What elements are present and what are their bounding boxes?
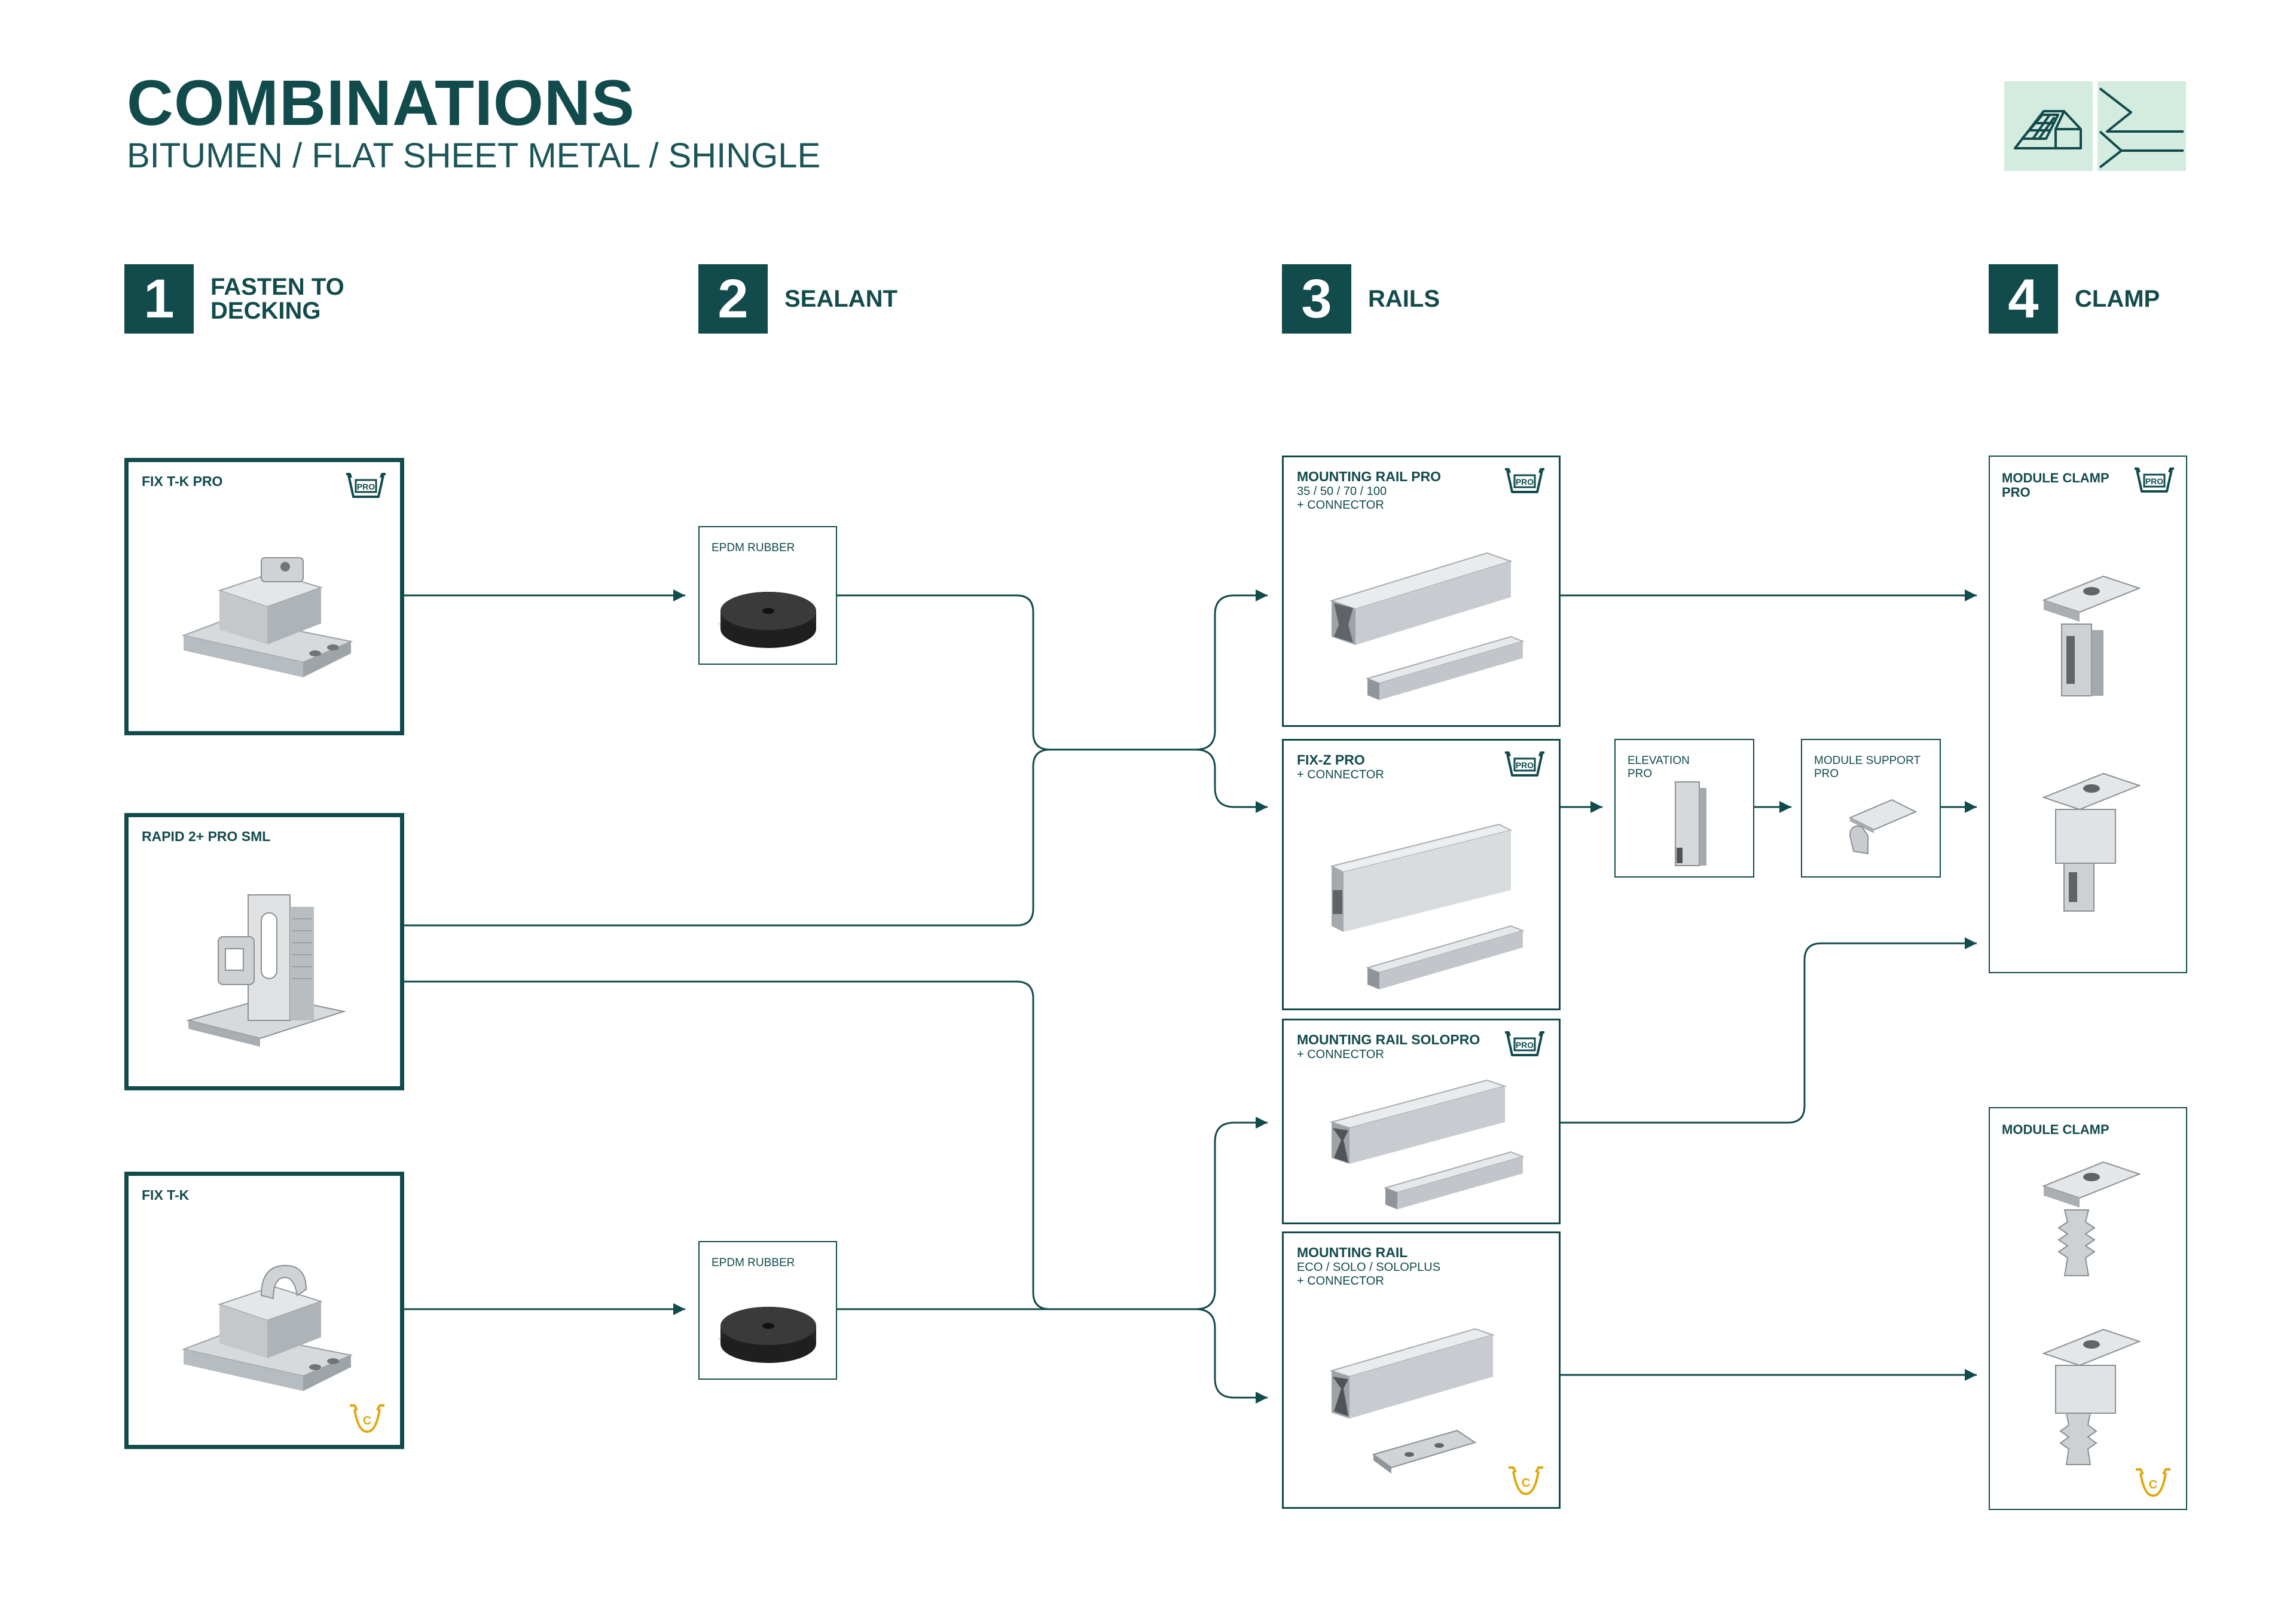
product-card-module-support-pro[interactable]: MODULE SUPPORT PRO: [1801, 739, 1941, 878]
c-badge-icon: C: [2136, 1468, 2170, 1497]
product-title: MOUNTING RAIL SOLOPRO: [1297, 1032, 1480, 1047]
step-3-header: 3 RAILS: [1282, 264, 1440, 334]
module-clamp-pro-middle-image: [2042, 575, 2141, 696]
mounting-rail-image: [1329, 1328, 1495, 1474]
product-card-rapid-2-pro-sml[interactable]: RAPID 2+ PRO SML: [124, 813, 404, 1090]
step-number: 1: [124, 264, 194, 334]
product-card-fix-t-k[interactable]: FIX T-K C: [124, 1172, 404, 1449]
svg-text:PRO: PRO: [1516, 1040, 1534, 1050]
connector-epdm-to-rails: [837, 594, 1196, 751]
product-card-epdm-rubber-top[interactable]: EPDM RUBBER: [698, 526, 837, 665]
page-title: COMBINATIONS: [127, 66, 635, 139]
step-2-header: 2 SEALANT: [698, 264, 897, 334]
connector-rapid-to-bottom-rails: [403, 980, 1196, 1310]
mounting-rail-solopro-image: [1329, 1079, 1525, 1209]
product-card-mounting-rail[interactable]: MOUNTING RAIL ECO / SOLO / SOLOPLUS + CO…: [1282, 1231, 1561, 1509]
fix-t-k-image: [181, 1264, 353, 1391]
product-card-fix-t-k-pro[interactable]: FIX T-K PRO PRO: [124, 458, 404, 735]
roof-type-icons: [2004, 81, 2186, 171]
elevation-pro-image: [1675, 781, 1706, 866]
pro-badge-icon: PRO: [1505, 468, 1544, 493]
product-subtitle: + CONNECTOR: [1297, 1048, 1384, 1061]
connector-solopro-to-clamp-pro: [1561, 937, 1977, 1124]
rapid-2-pro-sml-image: [186, 894, 346, 1047]
fix-t-k-pro-image: [181, 557, 353, 677]
product-title: RAPID 2+ PRO SML: [142, 829, 271, 844]
flat-sheet-metal-icon: [2097, 81, 2186, 171]
product-title: FIX T-K PRO: [142, 473, 223, 489]
pitched-roof-solar-icon: [2004, 81, 2093, 171]
product-subtitle: ECO / SOLO / SOLOPLUS + CONNECTOR: [1297, 1261, 1441, 1288]
svg-text:PRO: PRO: [2145, 476, 2163, 486]
product-card-fix-z-pro[interactable]: FIX-Z PRO + CONNECTOR PRO: [1282, 739, 1561, 1010]
step-number: 3: [1282, 264, 1351, 334]
fix-z-pro-image: [1330, 823, 1525, 989]
step-label: RAILS: [1368, 286, 1440, 312]
module-clamp-middle-image: [2042, 1161, 2141, 1276]
product-card-module-clamp-pro[interactable]: MODULE CLAMP PRO PRO: [1989, 456, 2187, 973]
epdm-rubber-roll-image: [718, 1307, 816, 1363]
step-label: CLAMP: [2075, 286, 2160, 312]
product-title: MOUNTING RAIL: [1297, 1245, 1408, 1260]
step-4-header: 4 CLAMP: [1989, 264, 2160, 334]
product-title: ELEVATION PRO: [1628, 754, 1690, 780]
product-card-elevation-pro[interactable]: ELEVATION PRO: [1614, 739, 1754, 878]
svg-text:PRO: PRO: [1516, 477, 1534, 487]
connector-junction-to-fix-z-pro: [1195, 748, 1268, 813]
step-label: FASTEN TO DECKING: [210, 274, 344, 324]
product-title: EPDM RUBBER: [712, 1257, 795, 1269]
svg-text:PRO: PRO: [1516, 760, 1534, 770]
step-1-header: 1 FASTEN TO DECKING: [124, 264, 344, 334]
pro-badge-icon: PRO: [346, 473, 386, 498]
svg-text:C: C: [2149, 1478, 2157, 1491]
pro-badge-icon: PRO: [1505, 1031, 1544, 1056]
svg-text:PRO: PRO: [357, 482, 375, 491]
product-title: EPDM RUBBER: [712, 542, 795, 554]
connector-junction-to-solopro: [1195, 1117, 1268, 1310]
svg-text:C: C: [363, 1414, 371, 1428]
epdm-rubber-roll-image: [718, 592, 816, 648]
product-title: MODULE CLAMP: [2002, 1122, 2109, 1137]
product-title: FIX-Z PRO: [1297, 752, 1365, 768]
c-badge-icon: C: [1509, 1466, 1543, 1495]
step-number: 4: [1989, 264, 2058, 334]
pro-badge-icon: PRO: [2135, 467, 2174, 493]
module-support-pro-image: [1848, 799, 1918, 855]
product-subtitle: 35 / 50 / 70 / 100 + CONNECTOR: [1297, 485, 1387, 512]
module-clamp-pro-end-image: [2042, 772, 2141, 912]
svg-text:C: C: [1522, 1477, 1530, 1490]
step-number: 2: [698, 264, 768, 334]
pro-badge-icon: PRO: [1505, 751, 1544, 777]
c-badge-icon: C: [350, 1404, 384, 1433]
product-card-module-clamp[interactable]: MODULE CLAMP C: [1989, 1107, 2187, 1510]
product-card-mounting-rail-pro[interactable]: MOUNTING RAIL PRO 35 / 50 / 70 / 100 + C…: [1282, 456, 1561, 727]
module-clamp-end-image: [2042, 1328, 2141, 1465]
product-title: MODULE CLAMP PRO: [2002, 470, 2109, 500]
connector-junction-to-mounting-rail: [1195, 1308, 1268, 1404]
page-subtitle: BITUMEN / FLAT SHEET METAL / SHINGLE: [127, 136, 821, 175]
product-title: MODULE SUPPORT PRO: [1814, 754, 1921, 780]
product-subtitle: + CONNECTOR: [1297, 768, 1384, 781]
step-label: SEALANT: [784, 286, 897, 312]
product-card-mounting-rail-solopro[interactable]: MOUNTING RAIL SOLOPRO + CONNECTOR PRO: [1282, 1019, 1561, 1224]
product-title: FIX T-K: [142, 1187, 190, 1203]
mounting-rail-pro-image: [1329, 552, 1525, 700]
connector-junction-to-mounting-rail-pro: [1195, 589, 1268, 751]
product-card-epdm-rubber-bottom[interactable]: EPDM RUBBER: [698, 1241, 837, 1380]
connector-rapid-to-rails: [403, 748, 1196, 927]
product-title: MOUNTING RAIL PRO: [1297, 469, 1442, 484]
